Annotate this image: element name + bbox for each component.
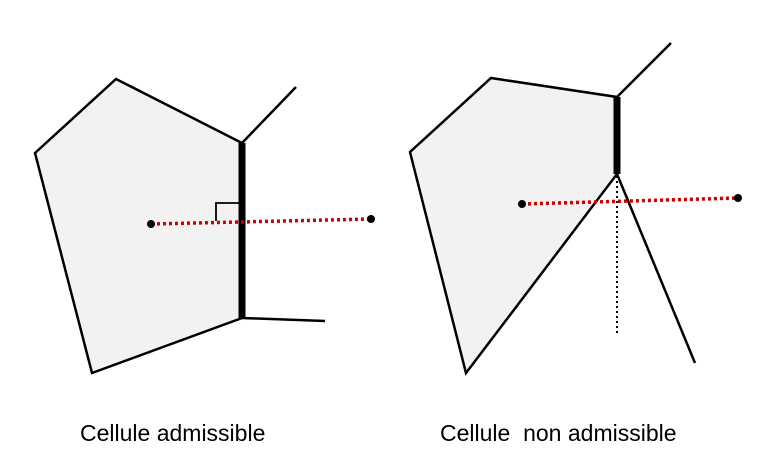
admissible-lower-branch (241, 316, 326, 323)
admissible-upper-branch (241, 86, 297, 144)
admissible-cell-polygon (33, 77, 244, 375)
admissible-connector-line (150, 217, 372, 226)
non-admissible-left-center-dot (518, 200, 526, 208)
admissible-cell-caption: Cellule admissible (80, 420, 266, 446)
admissible-right-center-dot (367, 215, 375, 223)
non-admissible-cell-polygon (408, 76, 619, 376)
non-admissible-upper-branch (616, 42, 672, 98)
non-admissible-lower-branch (615, 173, 697, 364)
non-admissible-cell-figure (408, 42, 742, 376)
admissible-left-center-dot (147, 220, 155, 228)
right-angle-marker (215, 202, 241, 221)
non-admissible-cell-caption: Cellule non admissible (440, 420, 677, 446)
admissible-cell-figure (33, 77, 375, 375)
non-admissible-right-center-dot (734, 194, 742, 202)
non-admissible-connector-line (521, 196, 739, 206)
